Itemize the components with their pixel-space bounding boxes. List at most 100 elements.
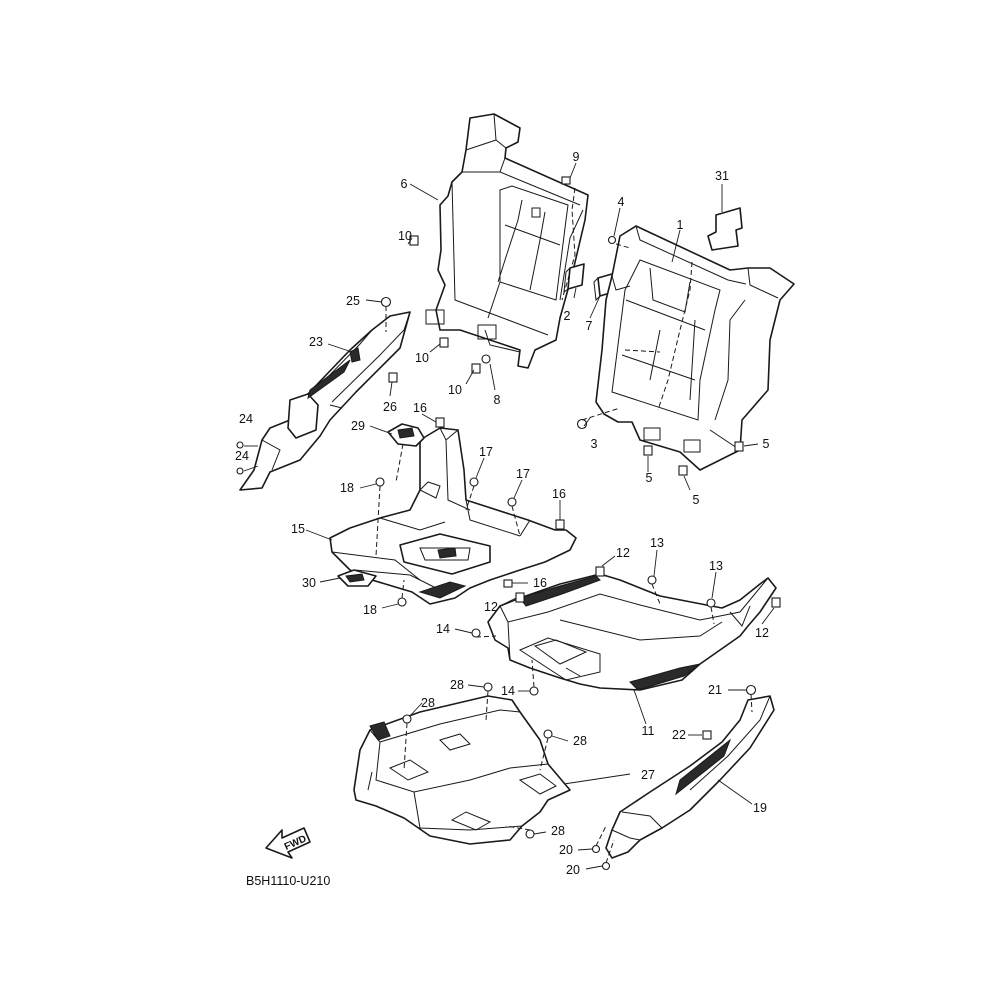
callout-10: 10 <box>398 229 412 243</box>
clip-9-icon <box>561 176 571 185</box>
callout-5: 5 <box>646 471 653 485</box>
clip-16-icon <box>435 417 445 428</box>
part-29-bracket <box>387 423 425 447</box>
callout-18: 18 <box>363 603 377 617</box>
fastener-25-icon <box>380 296 392 308</box>
fastener-21-icon <box>745 684 757 696</box>
callout-17: 17 <box>479 445 493 459</box>
fastener-4-icon <box>607 235 617 245</box>
fastener-24-icon <box>236 441 244 449</box>
part-31-label <box>707 207 743 251</box>
callout-30: 30 <box>302 576 316 590</box>
callout-2: 2 <box>564 309 571 323</box>
callout-17: 17 <box>516 467 530 481</box>
callout-15: 15 <box>291 522 305 536</box>
clip-16-icon <box>555 519 565 530</box>
fastener-20-icon <box>591 844 601 854</box>
callout-20: 20 <box>566 863 580 877</box>
fastener-20-icon <box>601 861 611 871</box>
fastener-13-icon <box>706 598 716 608</box>
callout-24: 24 <box>235 449 249 463</box>
fastener-28-icon <box>543 729 553 739</box>
fastener-18-icon <box>375 477 385 487</box>
callout-12: 12 <box>484 600 498 614</box>
callout-28: 28 <box>421 696 435 710</box>
callout-23: 23 <box>309 335 323 349</box>
callout-13: 13 <box>650 536 664 550</box>
callout-28: 28 <box>551 824 565 838</box>
callout-28: 28 <box>573 734 587 748</box>
callout-11: 11 <box>642 724 655 738</box>
callout-4: 4 <box>618 195 625 209</box>
diagram-code: B5H1110-U210 <box>246 874 330 888</box>
leader-lines <box>243 162 775 870</box>
part-30-bracket <box>337 569 377 587</box>
clip-5-icon <box>734 441 744 452</box>
callout-29: 29 <box>351 419 365 433</box>
clip-5-icon <box>643 445 653 456</box>
callout-28: 28 <box>450 678 464 692</box>
callout-10: 10 <box>415 351 429 365</box>
fastener-28-icon <box>402 714 412 724</box>
fasteners <box>236 176 781 871</box>
clip-5-icon <box>678 465 688 476</box>
callout-18: 18 <box>340 481 354 495</box>
callout-19: 19 <box>753 801 767 815</box>
callout-5: 5 <box>693 493 700 507</box>
callout-9: 9 <box>573 150 580 164</box>
callout-1: 1 <box>677 218 684 232</box>
callout-22: 22 <box>672 728 686 742</box>
fwd-arrow: FWD <box>265 827 311 859</box>
callout-3: 3 <box>591 437 598 451</box>
part-27-skid-plate <box>353 695 571 845</box>
fastener-24-icon <box>236 467 244 475</box>
callout-27: 27 <box>641 768 655 782</box>
clip-10-icon <box>471 363 481 374</box>
callout-20: 20 <box>559 843 573 857</box>
clip-12-icon <box>595 566 605 577</box>
callout-16: 16 <box>552 487 566 501</box>
callout-7: 7 <box>586 319 593 333</box>
callout-8: 8 <box>494 393 501 407</box>
fastener-28-icon <box>483 682 493 692</box>
callout-10: 10 <box>448 383 462 397</box>
clip-16-icon <box>503 579 513 588</box>
clip-10-icon <box>439 337 449 348</box>
fastener-8-icon <box>481 354 491 364</box>
part-15-floor-panel <box>329 427 577 605</box>
callout-25: 25 <box>346 294 360 308</box>
clip-26-icon <box>388 372 398 383</box>
callout-12: 12 <box>755 626 769 640</box>
callout-16: 16 <box>413 401 427 415</box>
callout-16: 16 <box>533 576 547 590</box>
fastener-17-icon <box>507 497 517 507</box>
callout-24: 24 <box>239 412 253 426</box>
clip-22-icon <box>702 730 712 740</box>
part-23-side-guard-left <box>239 311 411 491</box>
callout-12: 12 <box>616 546 630 560</box>
part-1-seat-back-right <box>595 225 795 471</box>
callout-26: 26 <box>383 400 397 414</box>
callout-6: 6 <box>401 177 408 191</box>
fastener-17-icon <box>469 477 479 487</box>
part-2-bracket <box>563 263 585 294</box>
clip-12-icon <box>771 597 781 608</box>
fastener-18-icon <box>397 597 407 607</box>
callout-31: 31 <box>715 169 729 183</box>
callout-13: 13 <box>709 559 723 573</box>
fastener-13-icon <box>647 575 657 585</box>
clip-12-icon <box>515 592 525 603</box>
callout-14: 14 <box>501 684 515 698</box>
fastener-14-icon <box>529 686 539 696</box>
callout-21: 21 <box>708 683 722 697</box>
fastener-14-icon <box>471 628 481 638</box>
fastener-28-icon <box>525 829 535 839</box>
alignment-lines <box>375 243 753 864</box>
callout-labels: 1 2 3 4 5 5 5 6 7 8 9 10 10 10 11 12 12 … <box>235 150 769 877</box>
callout-5: 5 <box>763 437 770 451</box>
part-11-floor-panel <box>487 573 777 691</box>
part-6-seat-back-left <box>425 113 589 369</box>
part-19-side-guard-right <box>605 695 775 859</box>
callout-14: 14 <box>436 622 450 636</box>
